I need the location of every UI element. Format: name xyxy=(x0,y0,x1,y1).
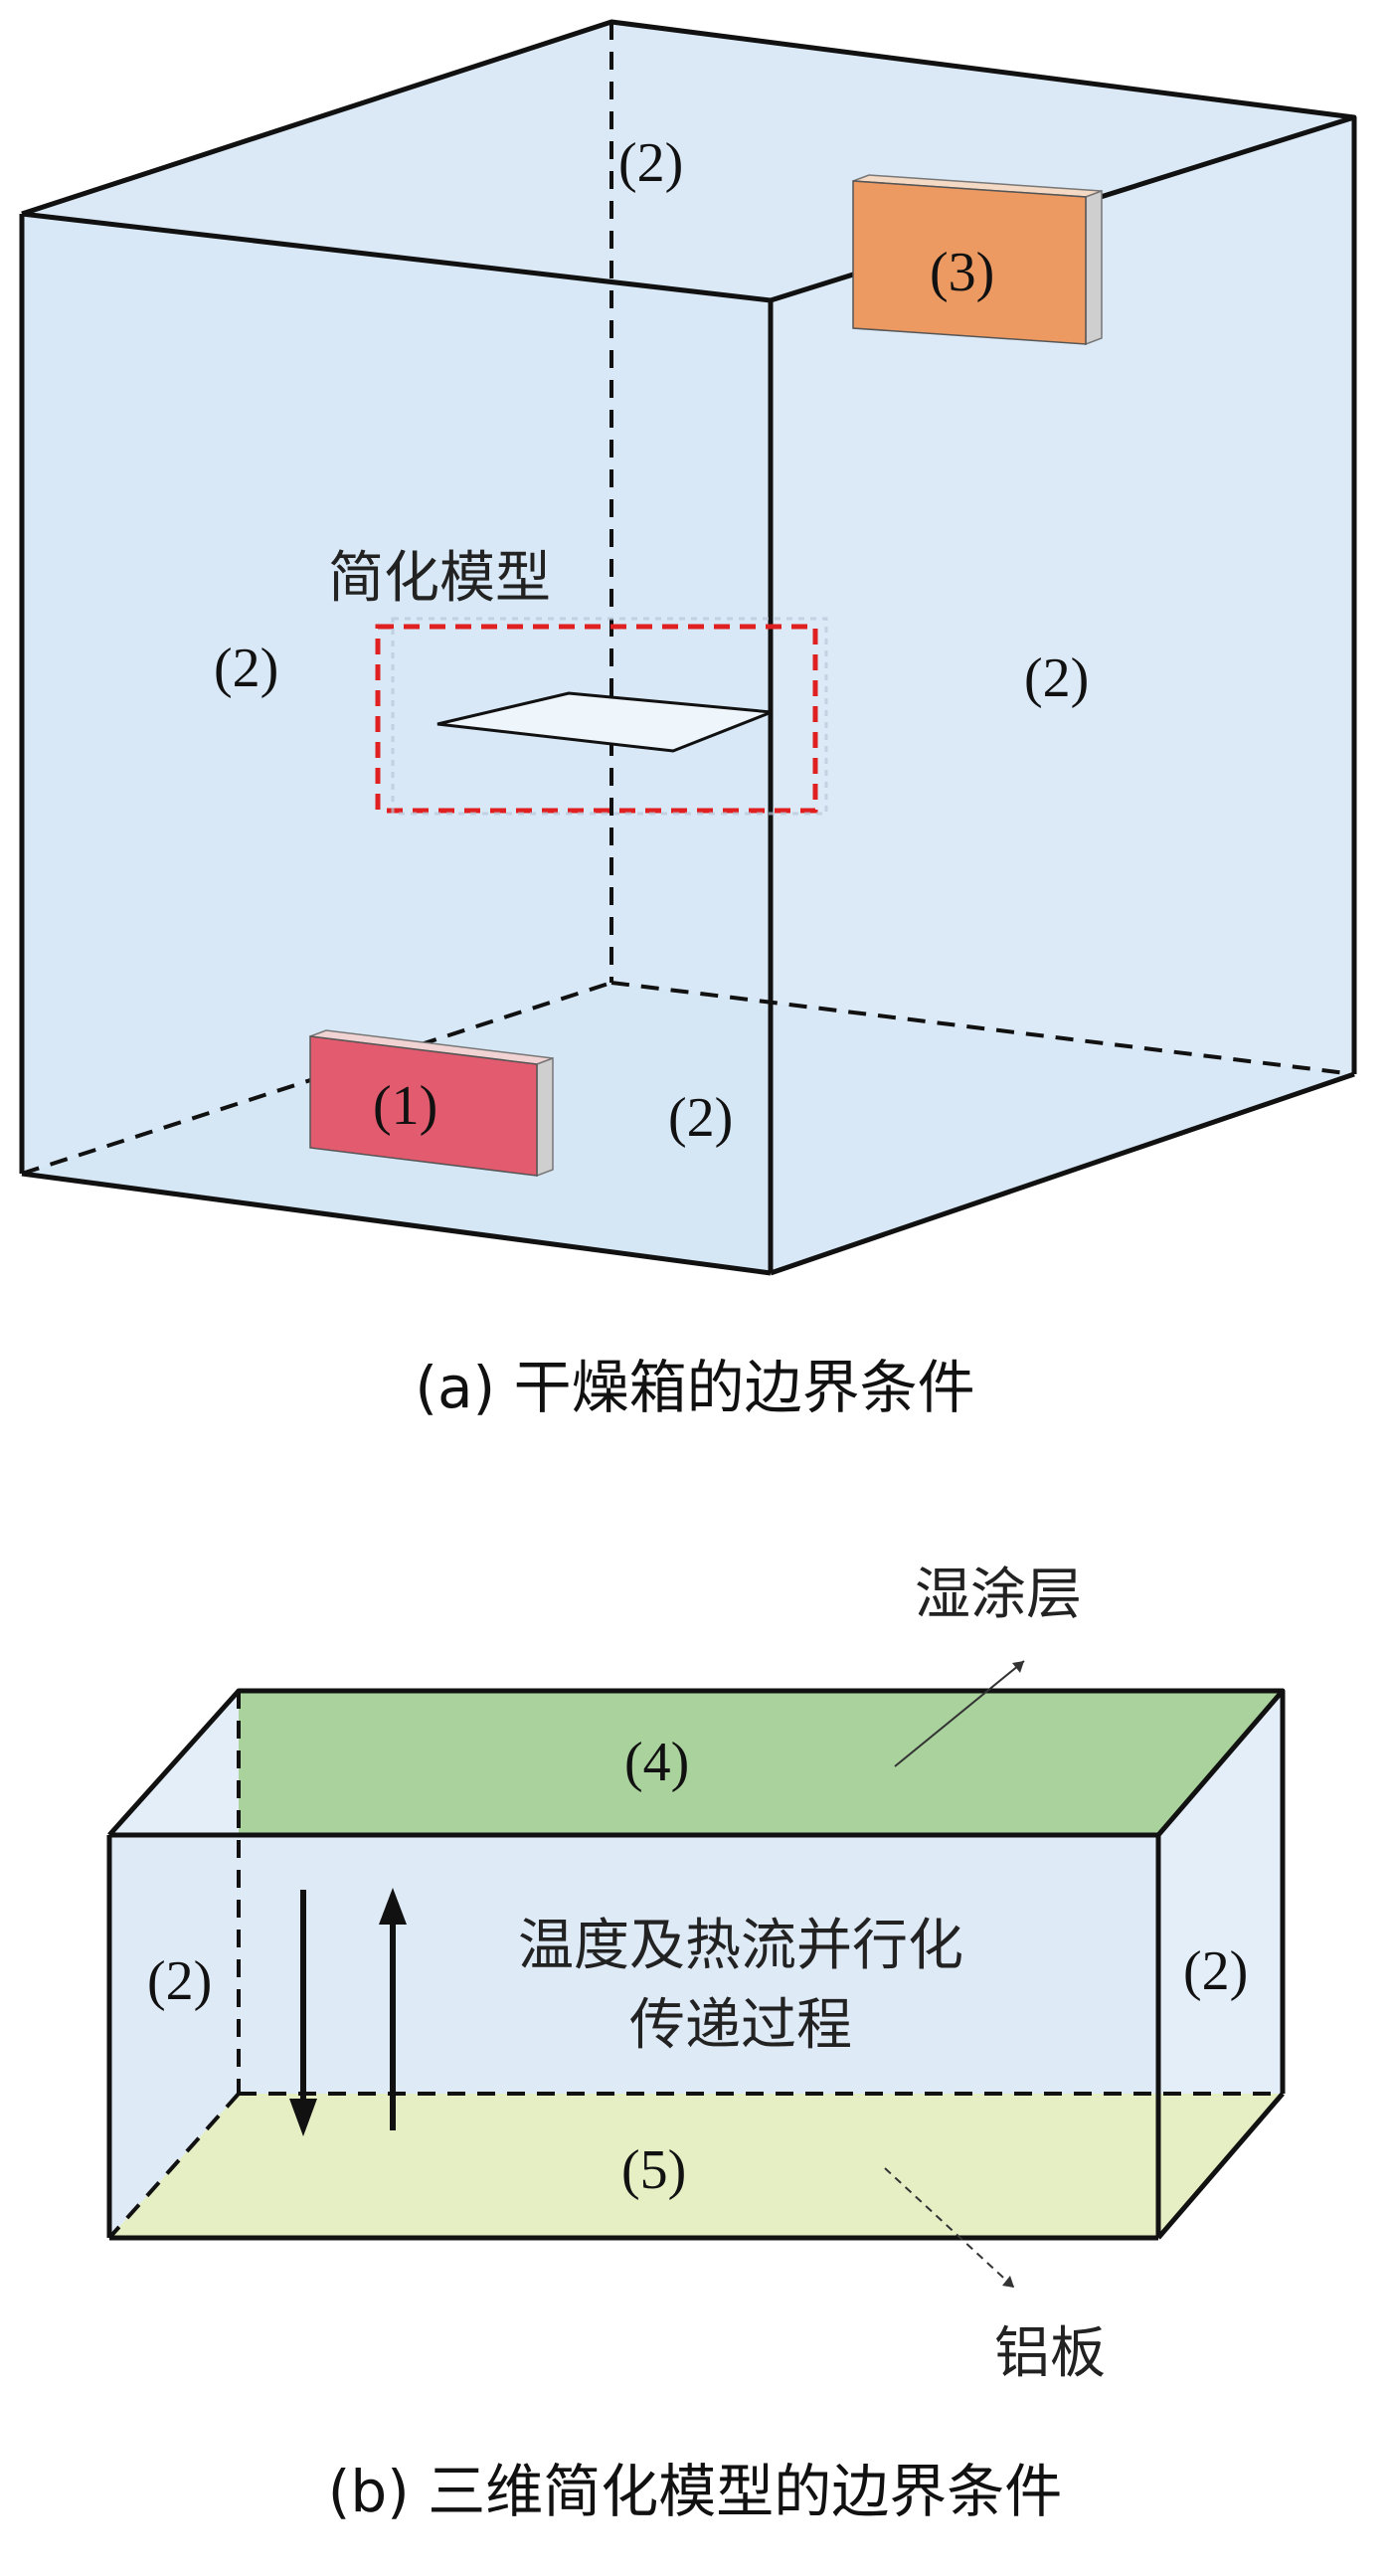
label-2-left: (2) xyxy=(214,638,278,699)
panel-b: 湿涂层 (4) (2) (2) 温度及热流并行化 传递过程 (5) 铝板 (b)… xyxy=(106,1563,1286,2525)
caption-b: (b) 三维简化模型的边界条件 xyxy=(328,2458,1063,2525)
label-2-left-b: (2) xyxy=(147,1950,212,2012)
top-heater xyxy=(852,174,1103,346)
simplified-model-highlight xyxy=(375,624,818,814)
label-2-floor: (2) xyxy=(668,1087,733,1149)
label-5: (5) xyxy=(621,2139,686,2201)
simplified-model-plate xyxy=(436,691,773,753)
simplified-model-label: 简化模型 xyxy=(328,546,551,611)
oven-front-face xyxy=(22,214,771,1273)
label-2-top: (2) xyxy=(618,132,683,194)
wet-coating-leader xyxy=(894,1660,1025,1767)
label-1: (1) xyxy=(373,1075,437,1137)
down-arrow xyxy=(289,1890,317,2136)
oven-bottom-right-edge xyxy=(770,1071,1355,1276)
aluminum-bottom-face xyxy=(109,2094,1283,2238)
wet-coating-top-face xyxy=(109,1691,1283,1835)
up-arrow xyxy=(379,1888,407,2130)
wet-coating-label: 湿涂层 xyxy=(915,1563,1082,1627)
label-3: (3) xyxy=(930,242,994,303)
hidden-floor-edge-right xyxy=(610,981,1355,1076)
bottom-heater xyxy=(309,1029,554,1178)
label-2-right-b: (2) xyxy=(1183,1940,1248,2002)
aluminum-plate-label: 铝板 xyxy=(994,2321,1106,2386)
process-text-line-2: 传递过程 xyxy=(629,1993,852,2058)
caption-a: (a) 干燥箱的边界条件 xyxy=(415,1354,974,1421)
process-text-line-1: 温度及热流并行化 xyxy=(518,1914,963,1978)
oven-right-face xyxy=(771,117,1354,1273)
prism-right-bottom-edge xyxy=(1156,2092,1285,2240)
hidden-left-bottom xyxy=(107,2092,241,2240)
front-face xyxy=(109,1835,1158,2238)
simplified-model-highlight-glow xyxy=(391,617,828,816)
oven-bottom-front-edge xyxy=(21,1171,772,1276)
label-4: (4) xyxy=(624,1732,689,1793)
label-2-right: (2) xyxy=(1024,647,1089,709)
aluminum-leader xyxy=(884,2167,1015,2289)
panel-a: (2) (3) 简化模型 (2) (2) (1) (2) (a) 干燥箱的边界条… xyxy=(19,19,1357,1421)
